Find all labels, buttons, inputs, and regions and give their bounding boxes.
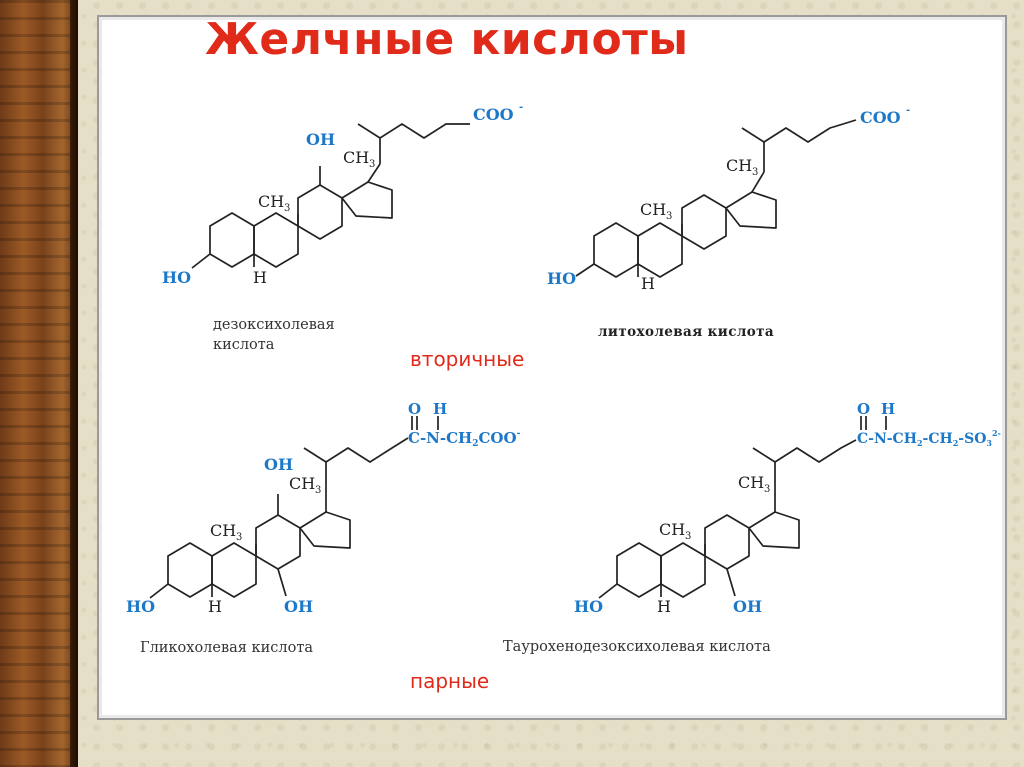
svg-text:3: 3 [666, 211, 672, 222]
svg-text:3: 3 [236, 532, 242, 543]
bond-ho [191, 253, 211, 269]
ho-group-left: HO [574, 597, 603, 616]
caption-taurochenodeoxycholic: Таурохенодезоксихолевая кислота [503, 639, 771, 655]
ho-group-left: HO [126, 597, 155, 616]
bond-methyl-side [357, 123, 381, 139]
ch3-label-b: CH [289, 474, 315, 493]
bond-methyl-side [741, 127, 765, 143]
side-chain [774, 439, 857, 496]
side-chain [325, 437, 409, 496]
amide-h: H [433, 400, 447, 418]
amide-h: H [881, 400, 895, 418]
ring-d [341, 181, 393, 219]
svg-text:3: 3 [685, 531, 691, 542]
oh-group-top: OH [264, 455, 293, 474]
oh-group-right: OH [733, 597, 762, 616]
oh-group-right: OH [284, 597, 313, 616]
side-chain [379, 123, 470, 164]
ring-c [704, 514, 750, 570]
slide-title: Желчные кислоты [205, 14, 689, 65]
bond-ch3-b [751, 171, 765, 193]
carboxylate-group: COO [860, 108, 901, 127]
ch3-label-a: CH [659, 520, 685, 539]
bond-oh-right [726, 568, 736, 597]
svg-text:3: 3 [284, 203, 290, 214]
ch3-label-a: CH [258, 192, 284, 211]
h-label: H [253, 268, 267, 287]
caption-lithocholic: литохолевая кислота [598, 324, 775, 340]
bond-ho [149, 583, 169, 599]
svg-text:3: 3 [369, 159, 375, 170]
h-label: H [208, 597, 222, 616]
bond-methyl-side [303, 447, 327, 463]
h-label: H [657, 597, 671, 616]
carbonyl-o: O [408, 400, 421, 418]
ch3-label-b: CH [343, 148, 369, 167]
ring-a [616, 542, 662, 598]
caption-deoxycholic-line1: дезоксихолевая [213, 317, 335, 333]
bond-ch3-b [367, 163, 381, 183]
bond-ho [575, 263, 595, 277]
ho-group: HO [162, 268, 191, 287]
bond-ho [598, 583, 618, 599]
section-label-paired: парные [410, 669, 490, 693]
ch3-label-b: CH [738, 473, 764, 492]
svg-text:3: 3 [764, 484, 770, 495]
ring-d [748, 511, 800, 549]
svg-text:3: 3 [752, 167, 758, 178]
side-chain-formula: C-N-CH2COO- [408, 429, 521, 449]
bond-oh-right [277, 568, 287, 597]
ring-d [299, 511, 351, 549]
caption-deoxycholic-line2: кислота [213, 337, 275, 353]
svg-text:-: - [906, 105, 910, 116]
ch3-label-a: CH [210, 521, 236, 540]
section-label-secondary: вторичные [410, 347, 525, 371]
ring-b [660, 542, 706, 598]
decorative-left-strip [0, 0, 78, 767]
carbonyl-o: O [857, 400, 870, 418]
svg-text:-: - [519, 102, 523, 113]
caption-deoxycholic: дезоксихолевая кислота [213, 315, 335, 355]
oh-group: OH [306, 130, 335, 149]
side-chain [763, 119, 857, 172]
ring-d [725, 191, 777, 229]
carboxylate-group: COO [473, 105, 514, 124]
slide-content-frame [97, 15, 1007, 720]
decorative-strip-edge [70, 0, 78, 767]
ch3-label-a: CH [640, 200, 666, 219]
svg-text:3: 3 [315, 485, 321, 496]
ch3-label-b: CH [726, 156, 752, 175]
caption-glycocholic: Гликохолевая кислота [140, 640, 313, 656]
ho-group: HO [547, 269, 576, 288]
bond-methyl-side [752, 447, 776, 463]
side-chain-formula: C-N-CH2-CH2-SO32- [857, 428, 1001, 448]
h-label: H [641, 274, 655, 293]
